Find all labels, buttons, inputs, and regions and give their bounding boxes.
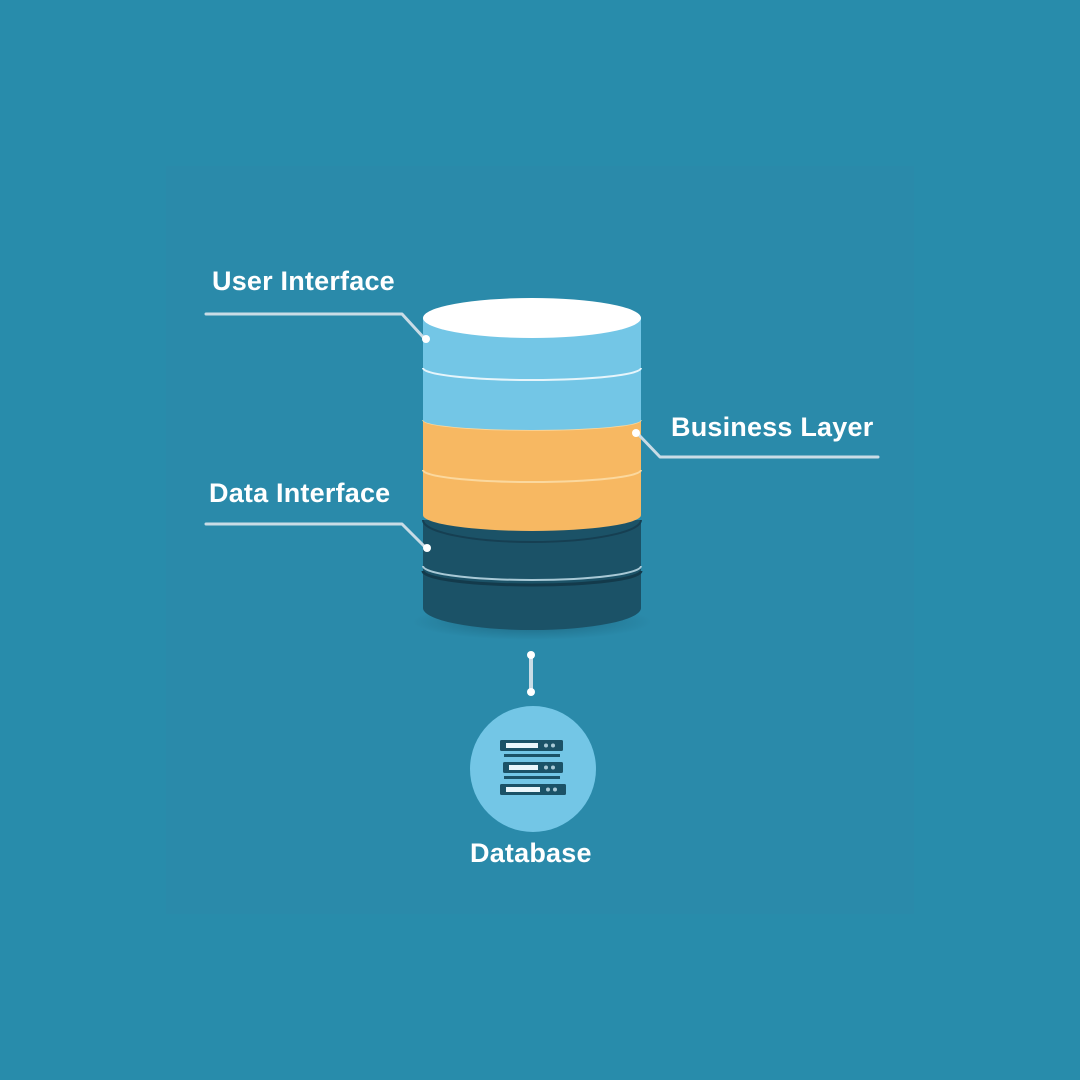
business-layer-label: Business Layer (671, 412, 874, 442)
layer-data-interface (421, 519, 643, 630)
connector-database (527, 651, 535, 696)
server-stack-icon (500, 740, 566, 795)
connector-user-interface (204, 312, 430, 343)
database-node (470, 706, 596, 832)
connector-data-interface (204, 522, 431, 552)
data-interface-label: Data Interface (209, 478, 391, 508)
layer-business (422, 419, 642, 531)
layer-user-interface (422, 318, 642, 430)
user-interface-label: User Interface (212, 266, 395, 296)
cylinder-top (423, 298, 641, 338)
connector-business-layer (632, 429, 880, 459)
database-label: Database (470, 838, 592, 868)
